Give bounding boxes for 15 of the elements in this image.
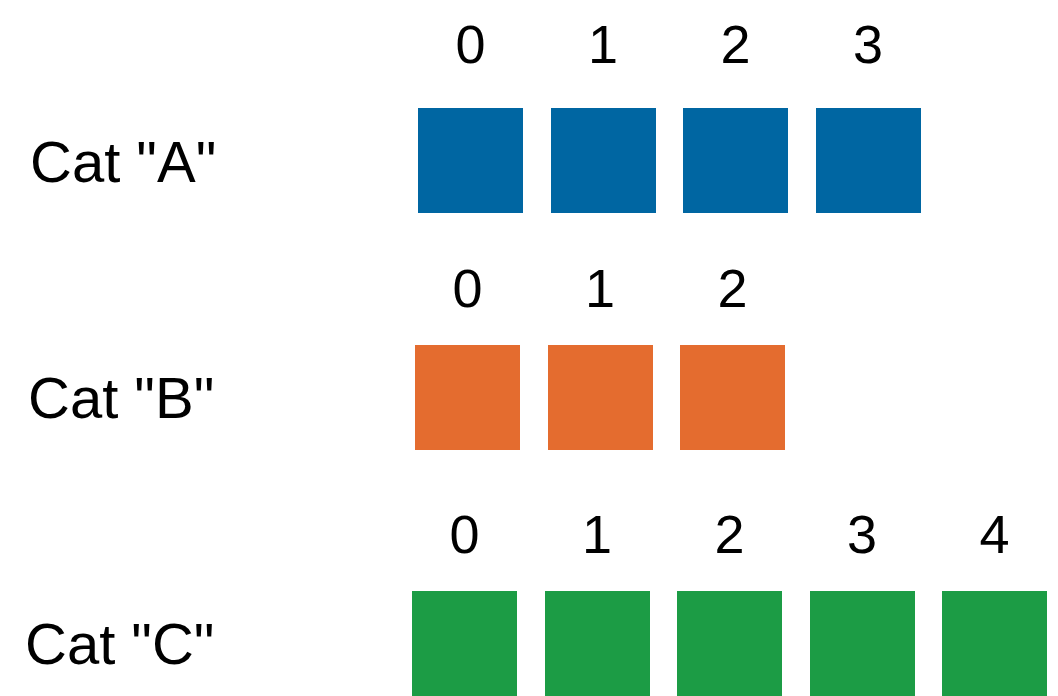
index-number: 1	[583, 258, 616, 318]
index-number: 2	[719, 14, 752, 74]
category-label: Cat "C"	[25, 612, 215, 676]
index-number: 0	[451, 258, 484, 318]
category-label: Cat "B"	[28, 366, 215, 430]
index-number: 2	[713, 504, 746, 564]
index-number: 1	[580, 504, 613, 564]
index-number: 2	[716, 258, 749, 318]
index-number: 3	[851, 14, 884, 74]
index-number: 3	[845, 504, 878, 564]
index-number: 1	[586, 14, 619, 74]
index-number: 4	[978, 504, 1011, 564]
category-label: Cat "A"	[30, 130, 217, 194]
index-number: 0	[454, 14, 487, 74]
index-number: 0	[448, 504, 481, 564]
